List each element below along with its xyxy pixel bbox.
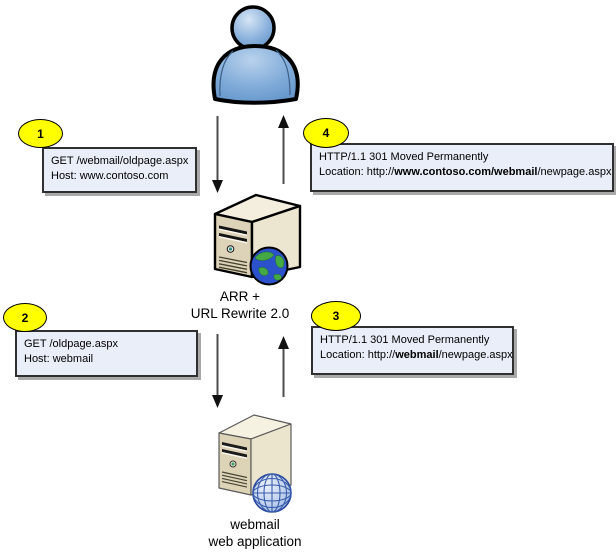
arrow-up-webmail-to-arr-icon	[278, 336, 289, 397]
message-line: Host: webmail	[24, 352, 189, 367]
server-vents	[218, 225, 248, 274]
message-line: Location: http://webmail/newpage.aspx	[320, 348, 513, 363]
wireframe-globe-icon	[252, 473, 292, 513]
message-text: Location: http://	[320, 349, 396, 361]
message-text: HTTP/1.1 301 Moved Permanently	[319, 151, 489, 163]
callout-number-1: 1	[18, 119, 63, 148]
callout-box-2: GET /oldpage.aspx Host: webmail	[15, 330, 198, 377]
message-text: Host: webmail	[24, 353, 94, 365]
person-arm-line	[219, 50, 234, 97]
globe-icon	[249, 246, 289, 286]
message-text-bold: www.contoso.com/webmail	[394, 166, 538, 178]
callout-box-1: GET /webmail/oldpage.aspx Host: www.cont…	[42, 147, 197, 193]
message-line: Location: http://www.contoso.com/webmail…	[319, 165, 611, 180]
message-text: GET /oldpage.aspx	[24, 338, 118, 350]
callout-number-4: 4	[303, 118, 349, 148]
arrow-down-user-to-arr-icon	[212, 116, 223, 193]
message-text: Location: http://	[319, 166, 395, 178]
message-text: GET /webmail/oldpage.aspx	[51, 155, 189, 167]
message-line: Host: www.contoso.com	[51, 169, 188, 184]
message-text: /newpage.aspx	[438, 349, 513, 361]
arrow-up-arr-to-user-icon	[278, 115, 289, 184]
person-body	[211, 44, 300, 105]
server-vents	[221, 442, 248, 488]
message-text: /newpage.aspx	[537, 166, 612, 178]
callout-box-3: HTTP/1.1 301 Moved Permanently Location:…	[311, 326, 514, 375]
callout-number-2: 2	[3, 303, 47, 332]
webmail-server-label: webmail web application	[171, 516, 339, 550]
arr-server-label: ARR + URL Rewrite 2.0	[150, 288, 330, 322]
arr-server-icon	[213, 193, 302, 286]
message-line: HTTP/1.1 301 Moved Permanently	[320, 333, 505, 348]
person-head	[230, 5, 276, 51]
webmail-server-icon	[218, 414, 292, 513]
message-line: GET /oldpage.aspx	[24, 337, 189, 352]
person-arm-line	[275, 49, 291, 96]
arr-server-label-line1: ARR +	[219, 289, 261, 304]
message-text-bold: webmail	[395, 349, 439, 361]
webmail-server-label-line1: webmail	[230, 517, 280, 532]
callout-box-4: HTTP/1.1 301 Moved Permanently Location:…	[310, 143, 614, 192]
message-text: HTTP/1.1 301 Moved Permanently	[320, 334, 490, 346]
arrow-down-arr-to-webmail-icon	[212, 334, 223, 408]
message-line: GET /webmail/oldpage.aspx	[51, 154, 188, 169]
message-text: Host: www.contoso.com	[51, 170, 169, 182]
arr-server-label-line2: URL Rewrite 2.0	[190, 306, 290, 321]
callout-number-3: 3	[311, 301, 361, 331]
webmail-server-label-line2: web application	[208, 534, 302, 549]
user-person-icon	[211, 5, 300, 105]
message-line: HTTP/1.1 301 Moved Permanently	[319, 150, 605, 165]
